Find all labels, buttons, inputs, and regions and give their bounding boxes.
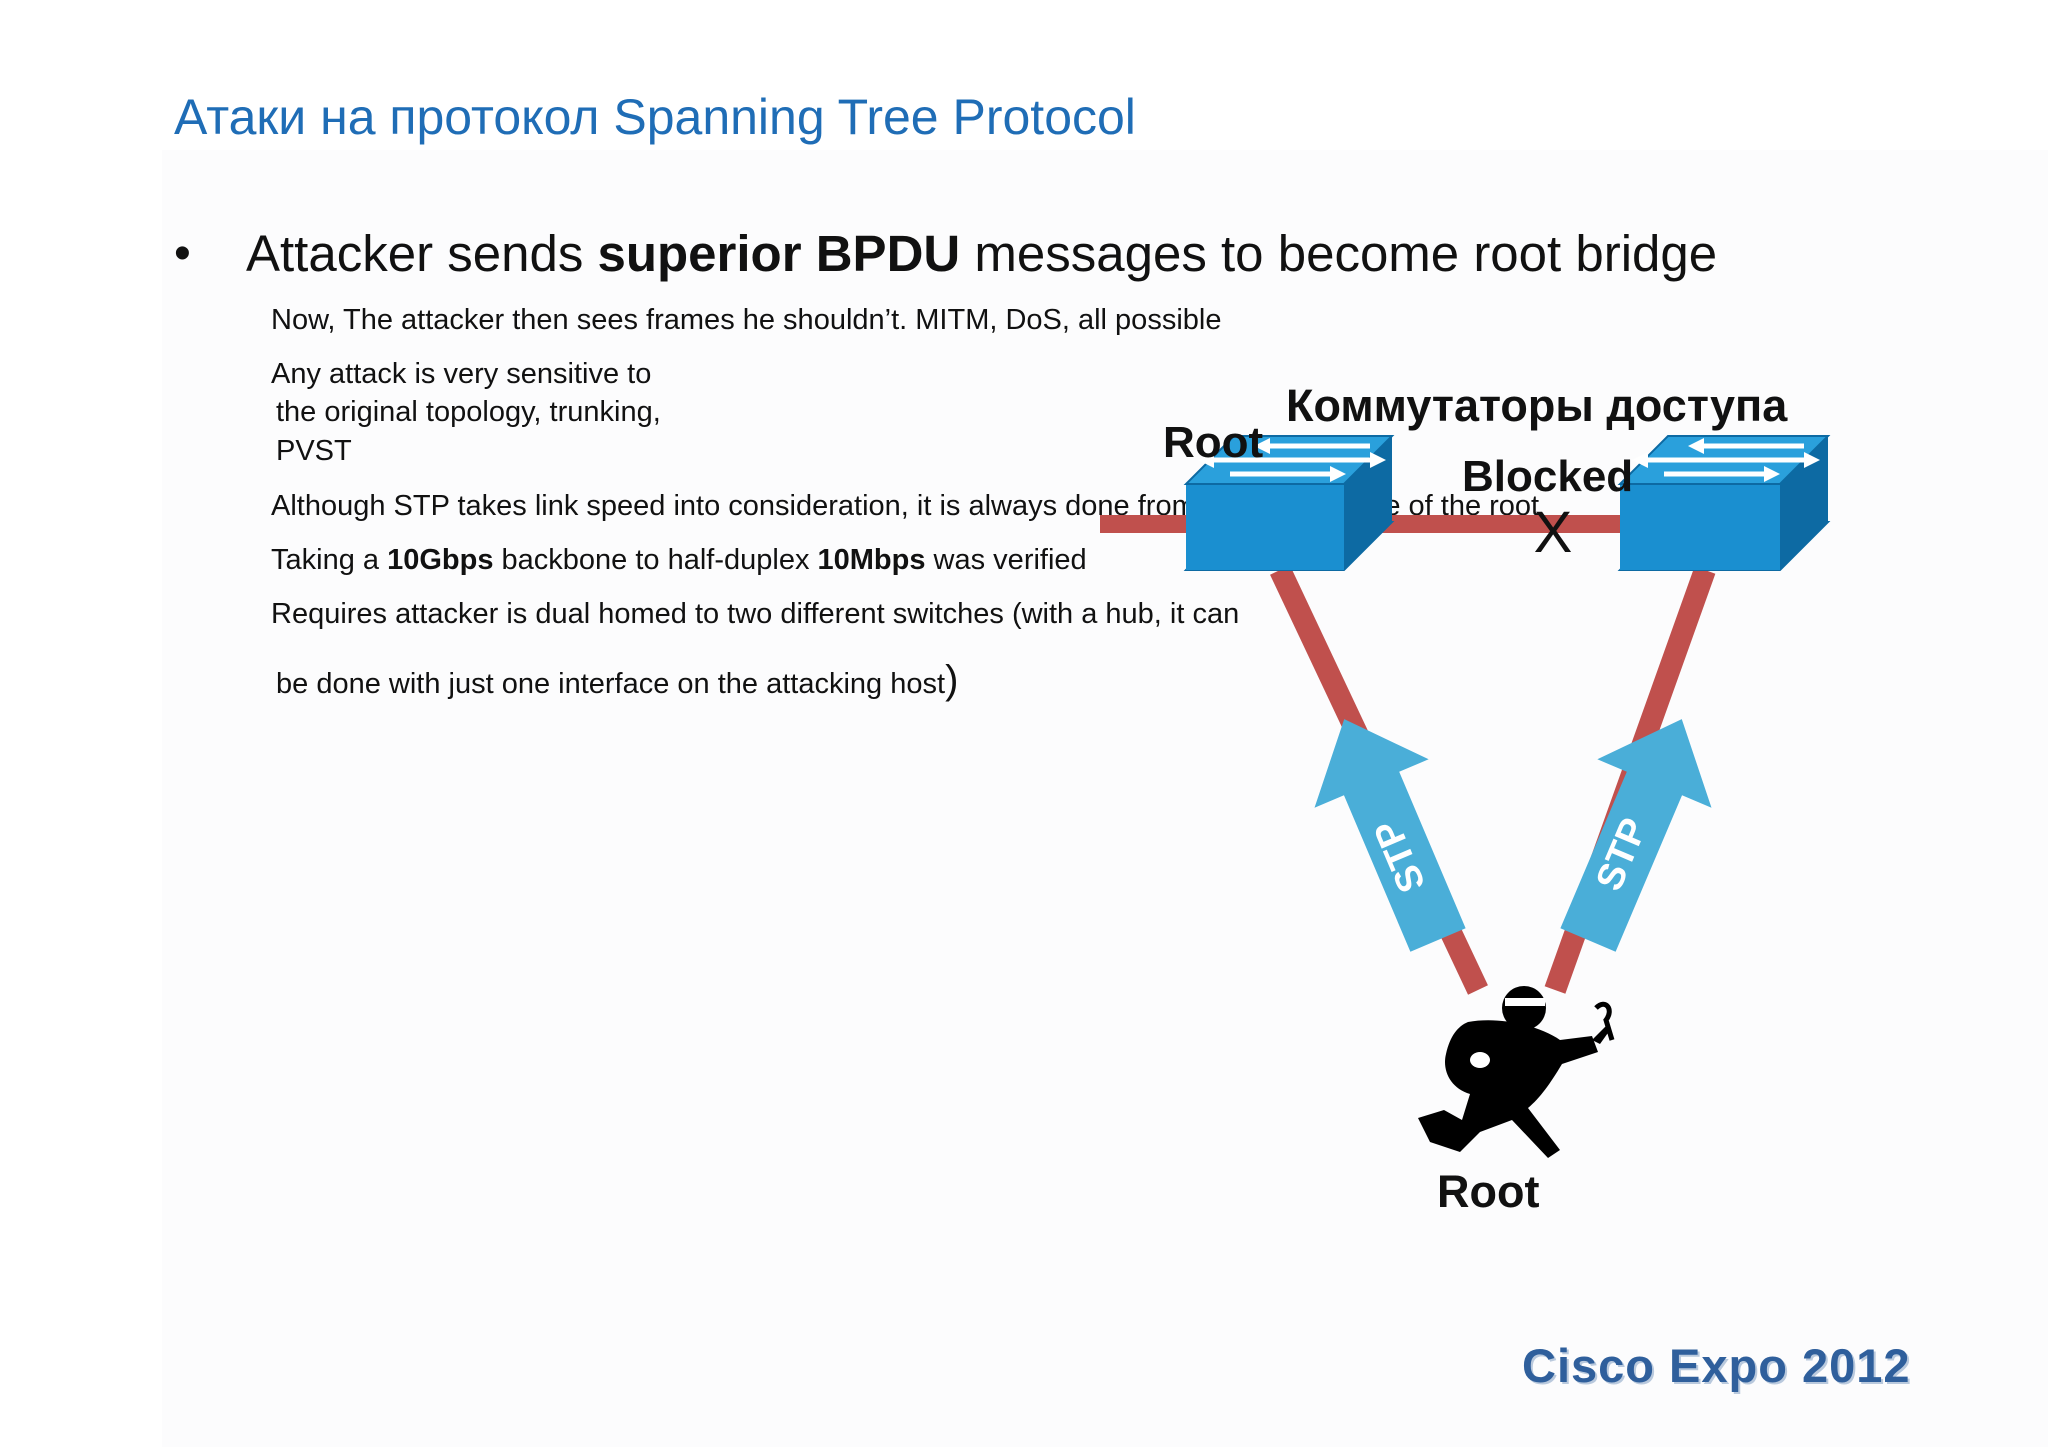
right-switch-icon xyxy=(1617,435,1831,571)
backbone-speed-10gbps: 10Gbps xyxy=(387,544,494,576)
bullet-marker: • xyxy=(174,227,191,280)
sub-point-sensitive-1: Any attack is very sensitive to xyxy=(271,358,652,390)
backbone-text-3: was verified xyxy=(925,544,1087,576)
bullet-text-bold: superior BPDU xyxy=(597,225,961,282)
slide-title: Атаки на протокол Spanning Tree Protocol xyxy=(174,89,1136,145)
root-switch-label: Root xyxy=(1163,418,1264,467)
sub-point-backbone: Taking a 10Gbps backbone to half-duplex … xyxy=(271,544,1087,577)
dual-homed-text: be done with just one interface on the a… xyxy=(276,668,946,700)
access-switches-label: Коммутаторы доступа xyxy=(1286,380,1788,431)
backbone-text-2: backbone to half-duplex xyxy=(493,544,818,576)
sub-point-dual-homed-2: be done with just one interface on the a… xyxy=(276,658,958,703)
attacker-root-label: Root xyxy=(1437,1166,1540,1217)
sub-point-frames: Now, The attacker then sees frames he sh… xyxy=(271,304,1222,336)
bullet-text-before: Attacker sends xyxy=(246,225,598,282)
attacker-icon xyxy=(1418,986,1615,1158)
cisco-expo-logo: Cisco Expo 2012 xyxy=(1522,1339,1911,1392)
sub-point-dual-homed-1: Requires attacker is dual homed to two d… xyxy=(271,598,1240,630)
backbone-text-1: Taking a xyxy=(271,544,388,576)
sub-point-sensitive-3: PVST xyxy=(276,435,352,467)
blocked-x-mark: X xyxy=(1534,500,1573,565)
sub-point-sensitive-2: the original topology, trunking, xyxy=(276,396,661,428)
stp-arrow-left: STP xyxy=(1314,719,1466,952)
bullet-text-after: messages to become root bridge xyxy=(960,225,1718,282)
backbone-speed-10mbps: 10Mbps xyxy=(817,544,926,576)
blocked-label: Blocked xyxy=(1462,452,1634,501)
left-switch-icon xyxy=(1183,435,1395,571)
dual-homed-paren: ) xyxy=(945,658,959,702)
slide-panel xyxy=(162,150,2048,1447)
main-bullet: Attacker sends superior BPDU messages to… xyxy=(246,224,1717,283)
